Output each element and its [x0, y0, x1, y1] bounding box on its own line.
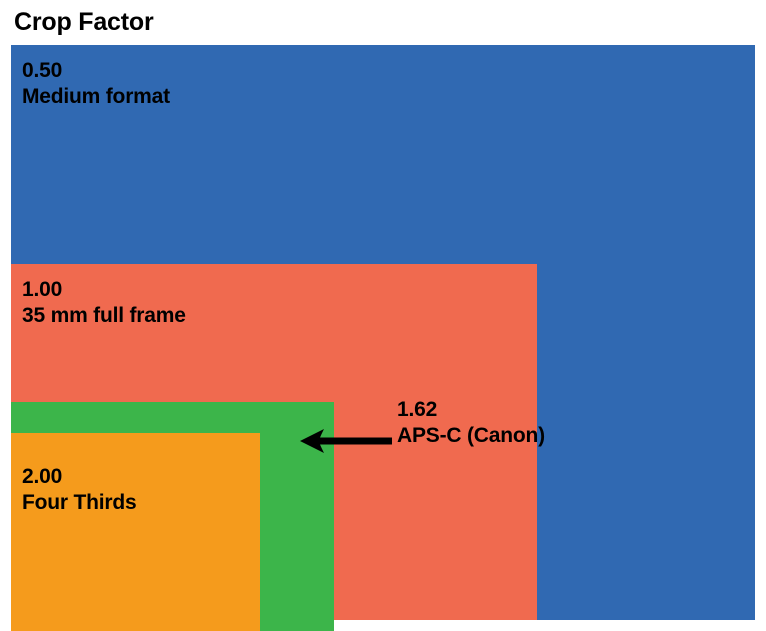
arrow-left-icon — [300, 429, 392, 453]
label-medium-format: 0.50 Medium format — [22, 58, 170, 111]
label-medium-format-factor: 0.50 — [22, 59, 63, 82]
label-full-frame: 1.00 35 mm full frame — [22, 277, 186, 330]
label-medium-format-name: Medium format — [22, 85, 170, 109]
rect-four-thirds — [11, 433, 260, 631]
label-four-thirds-name: Four Thirds — [22, 491, 137, 515]
callout-aps-c-factor: 1.62 — [397, 398, 438, 421]
label-four-thirds-factor: 2.00 — [22, 465, 63, 488]
label-full-frame-name: 35 mm full frame — [22, 304, 186, 328]
callout-aps-c-name: APS-C (Canon) — [397, 424, 545, 448]
page-title: Crop Factor — [14, 8, 154, 36]
label-four-thirds: 2.00 Four Thirds — [22, 464, 137, 517]
callout-aps-c: 1.62 APS-C (Canon) — [397, 397, 545, 450]
label-full-frame-factor: 1.00 — [22, 278, 63, 301]
